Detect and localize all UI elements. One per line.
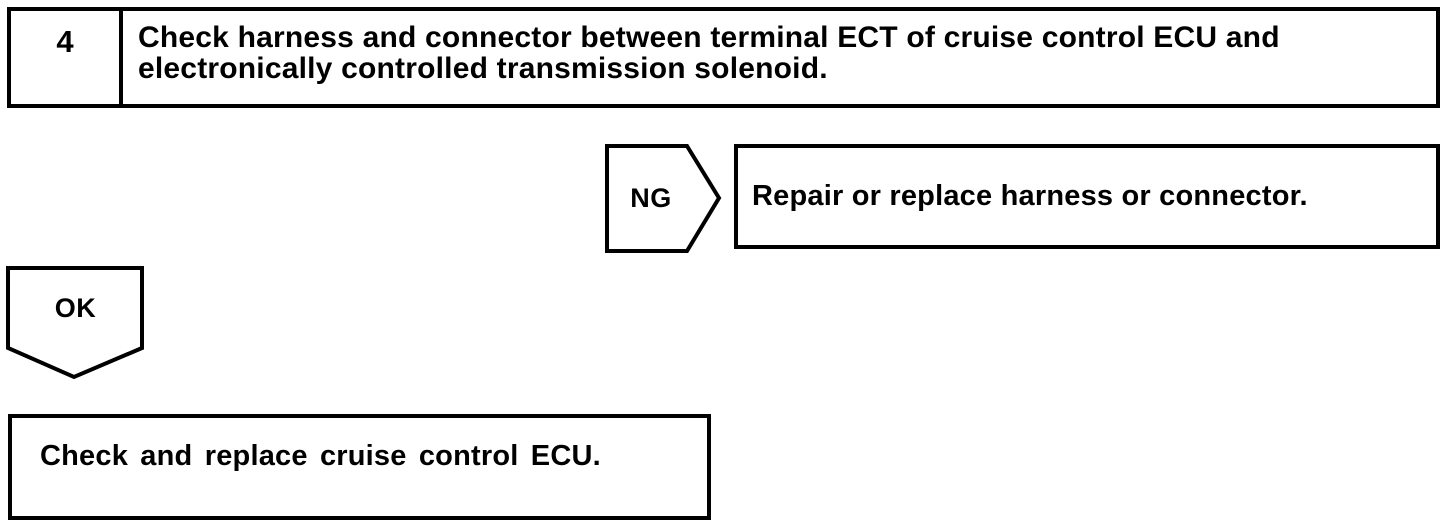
ng-label: NG (630, 183, 672, 213)
step-number: 4 (11, 11, 123, 104)
ok-arrow-pentagon-icon (6, 266, 144, 380)
ok-action-box: Check and replace cruise control ECU. (8, 414, 711, 520)
ok-connector-shape: OK (6, 266, 145, 380)
ng-connector-shape: NG (605, 144, 722, 253)
ng-action-text: Repair or replace harness or connector. (752, 180, 1308, 212)
ng-arrow-pentagon-icon (605, 144, 722, 253)
ok-action-text: Check and replace cruise control ECU. (40, 440, 601, 472)
step-box: 4 Check harness and connector between te… (7, 7, 1440, 108)
step-instruction: Check harness and connector between term… (138, 21, 1280, 85)
ok-label: OK (54, 292, 97, 323)
ng-action-box: Repair or replace harness or connector. (734, 144, 1440, 249)
